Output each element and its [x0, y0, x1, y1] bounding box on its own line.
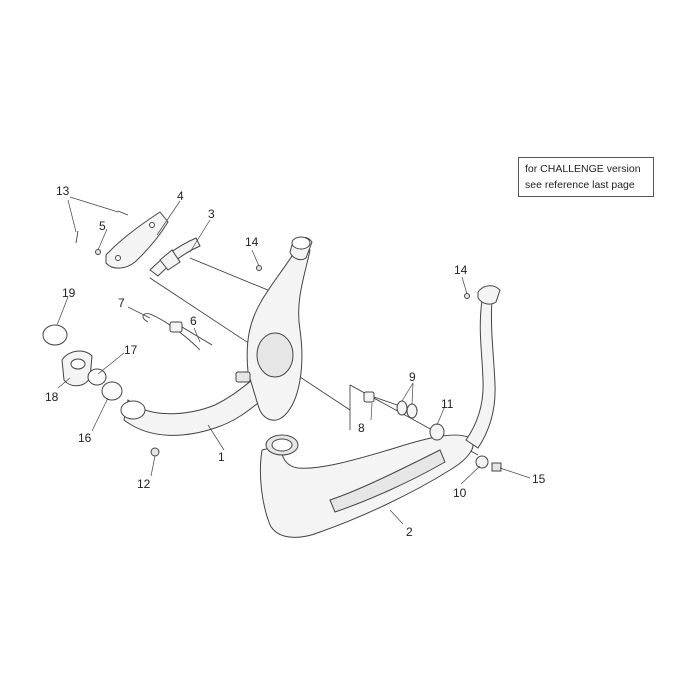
callout-2: 2	[406, 525, 413, 539]
callout-11: 11	[441, 397, 454, 411]
callout-19: 19	[62, 286, 76, 300]
callout-6: 6	[190, 314, 197, 328]
callout-17: 17	[124, 343, 138, 357]
callout-18: 18	[45, 390, 59, 404]
callout-3: 3	[208, 207, 215, 221]
callout-14-rear: 14	[454, 263, 468, 277]
note-line-1: for CHALLENGE version	[525, 163, 641, 175]
challenge-version-note: for CHALLENGE version see reference last…	[518, 157, 654, 197]
spring-part-7	[142, 313, 201, 351]
callout-4: 4	[177, 189, 184, 203]
nut-washer-set	[475, 455, 502, 472]
callout-13: 13	[56, 184, 70, 198]
gasket-flange-set	[42, 324, 123, 401]
callout-1: 1	[218, 450, 225, 464]
bolt-part-6	[169, 321, 213, 346]
rear-exhaust-pipe	[259, 285, 501, 538]
callout-12: 12	[137, 477, 151, 491]
callout-7: 7	[118, 296, 125, 310]
note-line-2: see reference last page	[525, 179, 635, 191]
callout-15: 15	[532, 472, 546, 486]
callout-16: 16	[78, 431, 92, 445]
callout-10: 10	[453, 486, 467, 500]
front-exhaust-pipe	[120, 236, 313, 436]
heat-shield-part-4	[105, 211, 169, 269]
bracket-part-3	[149, 237, 201, 277]
bolt-spacer-set	[363, 391, 445, 441]
callout-9: 9	[409, 370, 416, 384]
leader-lines	[56, 196, 531, 525]
callout-8: 8	[358, 421, 365, 435]
callout-14-front: 14	[245, 235, 259, 249]
callout-5: 5	[99, 219, 106, 233]
